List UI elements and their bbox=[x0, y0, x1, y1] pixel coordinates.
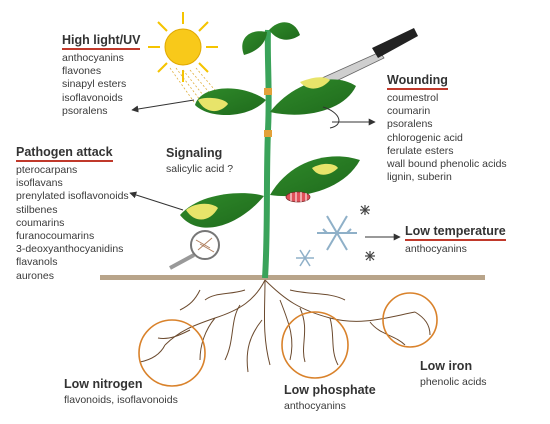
compound-label: isoflavonoids bbox=[62, 91, 123, 104]
small-star-icons bbox=[360, 205, 375, 261]
compound-label: aurones bbox=[16, 269, 54, 282]
stem-lesion bbox=[264, 88, 272, 95]
compound-label: prenylated isoflavonoids bbox=[16, 190, 129, 203]
soil-line bbox=[100, 275, 485, 280]
low-phosphate-title: Low phosphate bbox=[284, 383, 376, 397]
high-light-title: High light/UV bbox=[62, 33, 141, 50]
leaves bbox=[180, 22, 360, 228]
compound-label: phenolic acids bbox=[420, 376, 487, 388]
compound-label: flavanols bbox=[16, 256, 58, 269]
low-nitrogen-circle bbox=[138, 319, 206, 387]
signaling-title: Signaling bbox=[166, 146, 223, 160]
compound-label: anthocyanins bbox=[62, 52, 124, 64]
arrow-pathogen bbox=[129, 191, 184, 211]
low-nitrogen-title: Low nitrogen bbox=[64, 377, 143, 391]
arrow-wounding bbox=[322, 106, 340, 129]
compound-label: anthocyanins bbox=[284, 400, 346, 412]
compound-label: sinapyl esters bbox=[62, 78, 127, 91]
low-nitrogen-block: Low nitrogen flavonoids, isoflavonoids bbox=[64, 375, 178, 407]
compound-label: psoralens bbox=[62, 104, 108, 117]
stem-lesion bbox=[264, 130, 272, 137]
snowflake-icon bbox=[296, 215, 357, 267]
caterpillar-icon bbox=[285, 191, 311, 203]
compound-label: psoralens bbox=[387, 118, 433, 131]
wounding-title: Wounding bbox=[387, 73, 448, 90]
signaling-block: Signaling salicylic acid ? bbox=[166, 144, 233, 176]
compound-label: wall bound phenolic acids bbox=[387, 158, 507, 171]
wounding-block: Wounding coumestrol coumarin psoralens c… bbox=[387, 71, 507, 184]
magnifier-icon bbox=[169, 230, 220, 270]
compound-label: flavones bbox=[62, 65, 102, 78]
compound-label: ferulate esters bbox=[387, 144, 454, 157]
low-temperature-block: Low temperature anthocyanins bbox=[405, 222, 506, 256]
sun-icon bbox=[148, 12, 221, 103]
compound-label: coumestrol bbox=[387, 92, 439, 104]
compound-label: isoflavans bbox=[16, 177, 63, 190]
compound-label: pterocarpans bbox=[16, 164, 78, 176]
low-iron-block: Low iron phenolic acids bbox=[420, 357, 487, 389]
compound-label: coumarins bbox=[16, 216, 65, 229]
arrow-high-light bbox=[131, 99, 195, 113]
compound-label: furanocoumarins bbox=[16, 230, 95, 243]
compound-label: stilbenes bbox=[16, 203, 58, 216]
compound-label: anthocyanins bbox=[405, 243, 467, 255]
pathogen-title: Pathogen attack bbox=[16, 145, 113, 162]
low-phosphate-block: Low phosphate anthocyanins bbox=[284, 381, 376, 413]
stem bbox=[262, 29, 272, 279]
compound-label: coumarin bbox=[387, 105, 431, 118]
compound-label: flavonoids, isoflavonoids bbox=[64, 394, 178, 406]
low-iron-circle bbox=[382, 292, 438, 348]
pathogen-block: Pathogen attack pterocarpans isoflavans … bbox=[16, 143, 129, 283]
low-iron-title: Low iron bbox=[420, 359, 473, 373]
low-temperature-title: Low temperature bbox=[405, 224, 506, 241]
high-light-block: High light/UV anthocyanins flavones sina… bbox=[62, 31, 141, 118]
compound-label: 3-deoxyanthocyanidins bbox=[16, 243, 124, 256]
low-phosphate-circle bbox=[281, 311, 349, 379]
compound-label: lignin, suberin bbox=[387, 171, 452, 184]
compound-label: salicylic acid ? bbox=[166, 163, 234, 175]
roots bbox=[139, 279, 431, 373]
compound-label: chlorogenic acid bbox=[387, 131, 463, 144]
